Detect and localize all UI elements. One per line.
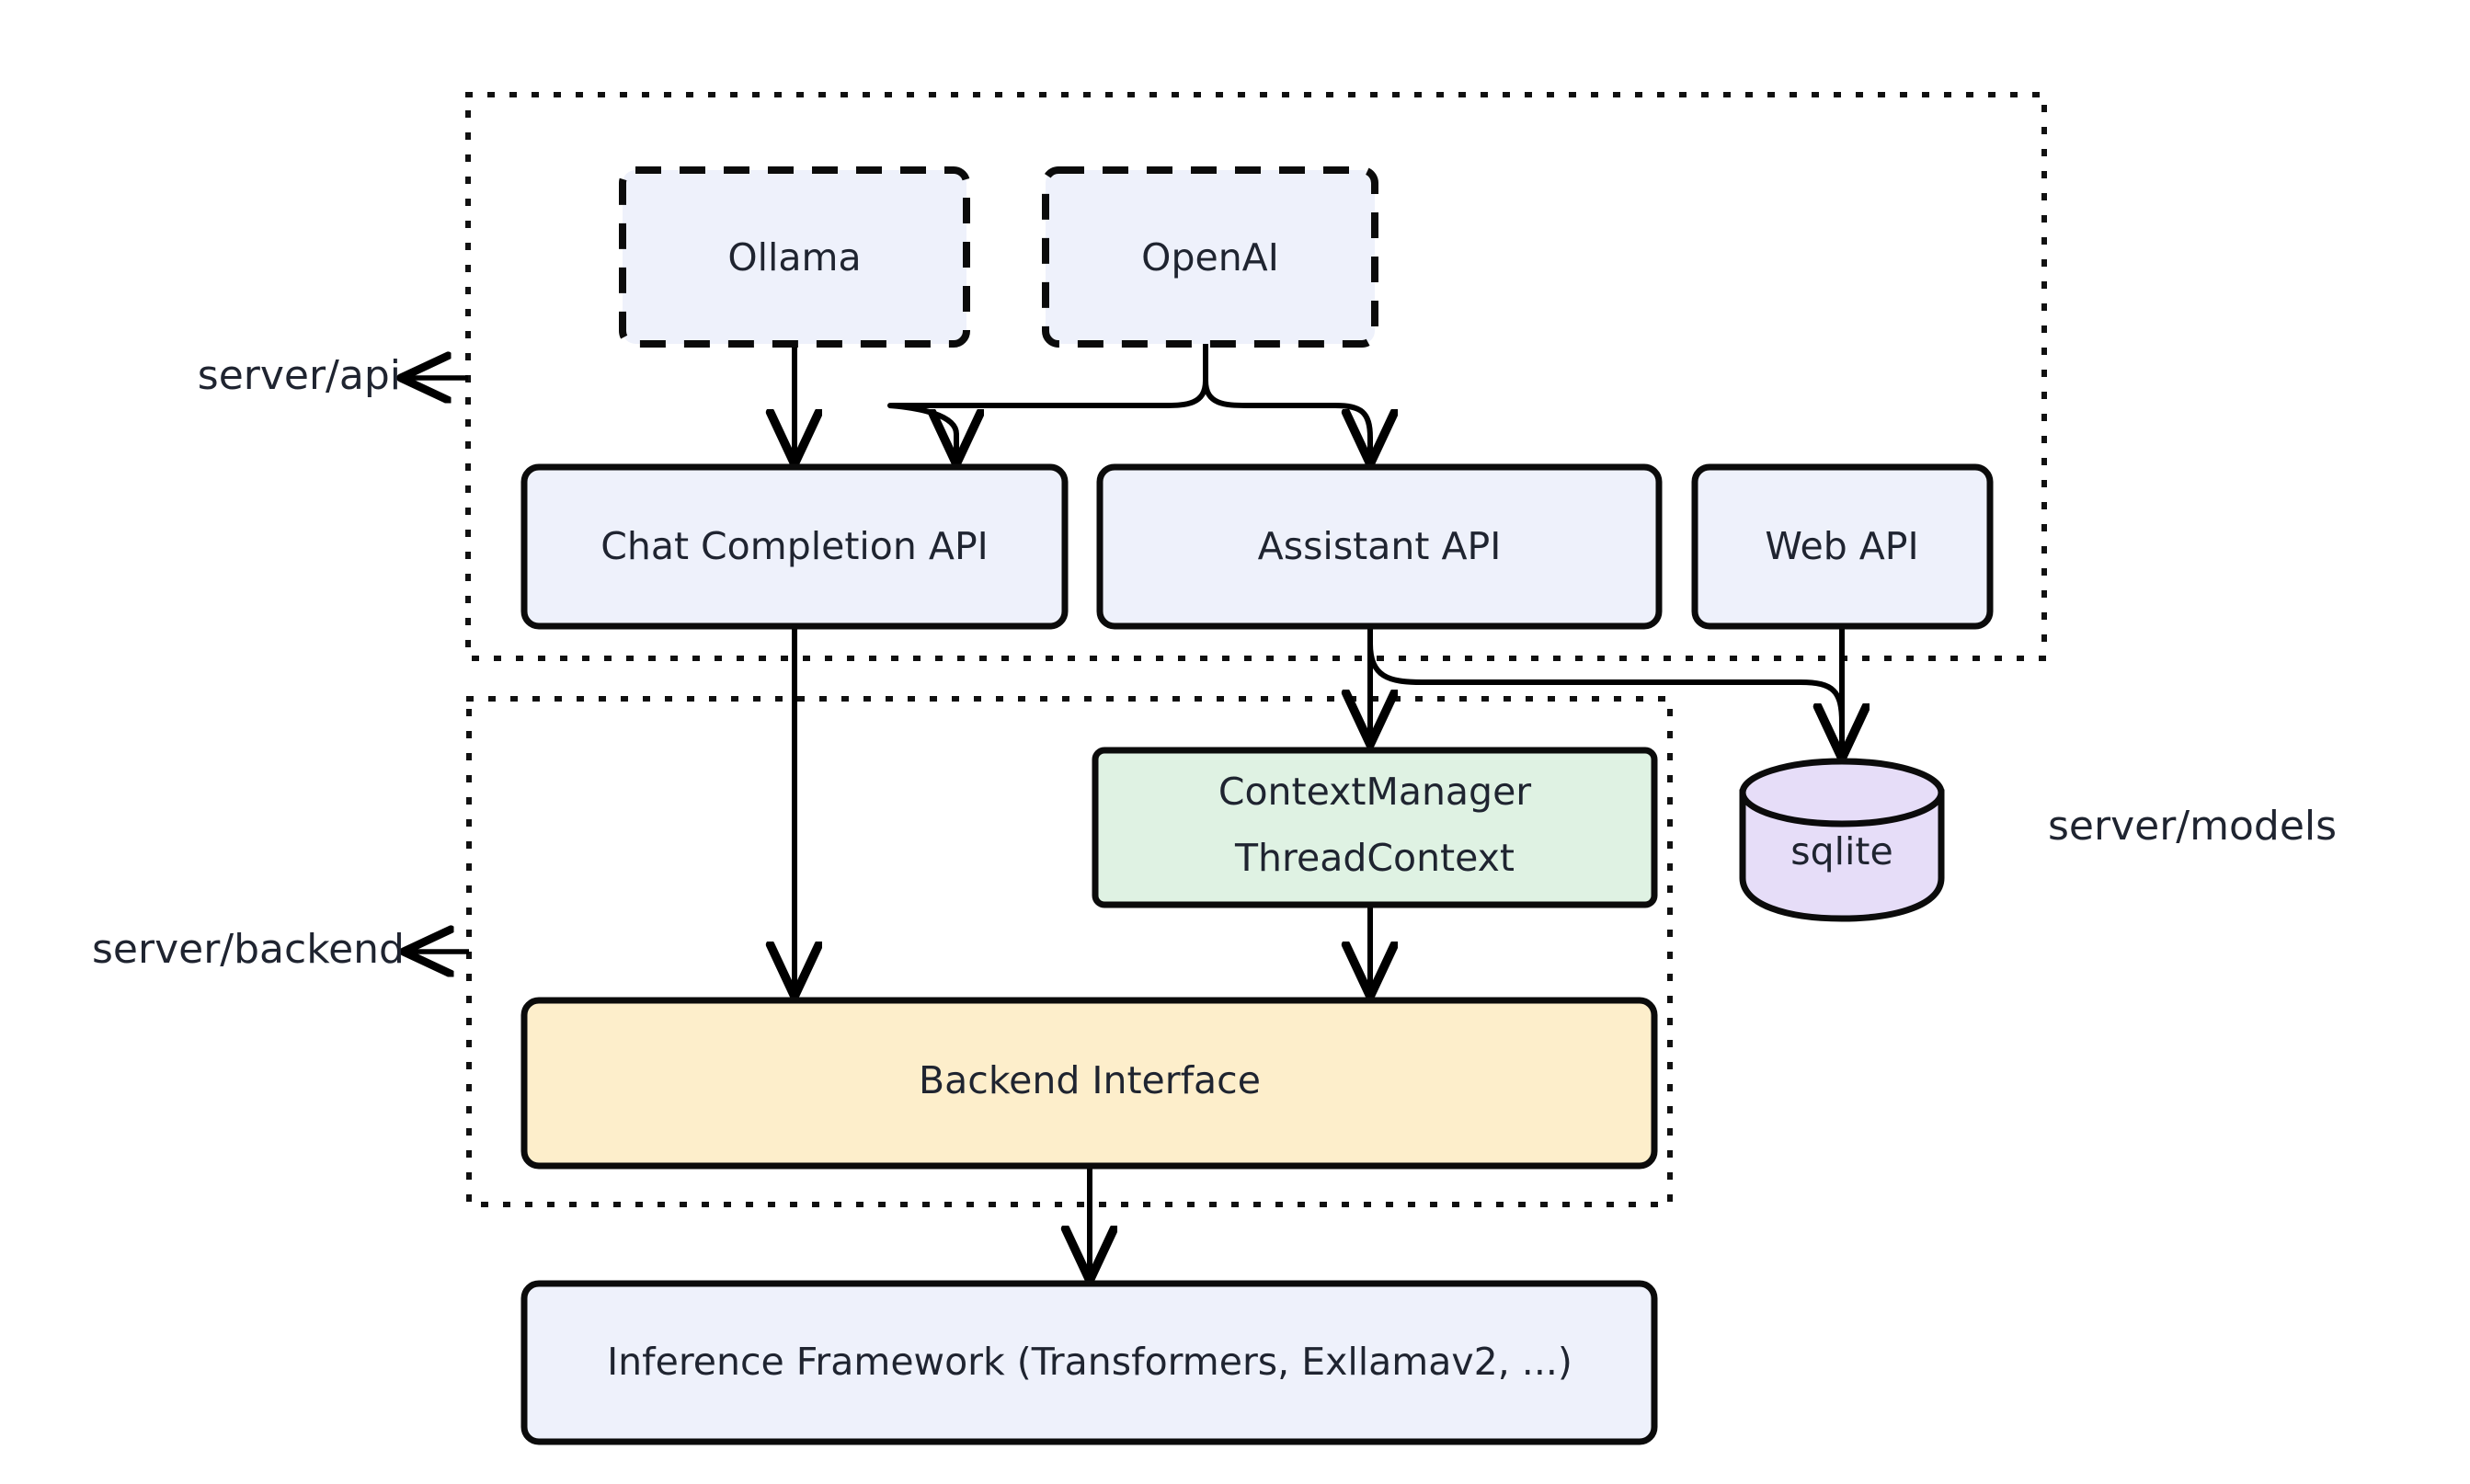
node-web-api-shape[interactable]	[1691, 463, 1994, 630]
node-backend-interface-shape[interactable]	[520, 997, 1658, 1170]
group-label-server-models: server/models	[2048, 803, 2337, 850]
node-openai-label: OpenAI	[1141, 235, 1279, 280]
node-web-api-label: Web API	[1765, 524, 1918, 568]
node-chat-completion-api-label: Chat Completion API	[600, 524, 989, 568]
node-web-api[interactable]: Web API	[1691, 463, 1994, 630]
node-context-manager[interactable]: ContextManager ThreadContext	[1092, 747, 1658, 908]
node-chat-completion-api-shape[interactable]	[520, 463, 1069, 630]
edge-openai-to-chat-completion-api	[887, 380, 1208, 460]
node-inference-framework[interactable]: Inference Framework (Transformers, Exlla…	[520, 1280, 1658, 1445]
node-ollama-shape[interactable]	[619, 166, 970, 348]
node-ollama[interactable]: Ollama	[619, 166, 970, 348]
node-assistant-api-label: Assistant API	[1258, 524, 1502, 568]
node-backend-interface[interactable]: Backend Interface	[520, 997, 1658, 1170]
node-inference-framework-label: Inference Framework (Transformers, Exlla…	[607, 1340, 1572, 1384]
node-sqlite-body[interactable]	[1739, 789, 1945, 922]
node-openai-shape[interactable]	[1042, 166, 1378, 348]
group-label-server-backend: server/backend	[92, 926, 405, 973]
node-sqlite-label: sqlite	[1790, 829, 1893, 873]
edge-openai-to-assistant-api	[1203, 380, 1370, 460]
node-inference-framework-shape[interactable]	[520, 1280, 1658, 1445]
node-openai[interactable]: OpenAI	[1042, 166, 1378, 348]
node-context-manager-label-line2: ThreadContext	[1234, 836, 1515, 880]
node-sqlite-top-ellipse	[1739, 758, 1945, 828]
node-assistant-api-shape[interactable]	[1096, 463, 1663, 630]
group-label-server-api: server/api	[198, 352, 401, 399]
node-sqlite[interactable]: sqlite	[1739, 758, 1945, 922]
node-backend-interface-label: Backend Interface	[919, 1058, 1261, 1102]
node-assistant-api[interactable]: Assistant API	[1096, 463, 1663, 630]
node-chat-completion-api[interactable]: Chat Completion API	[520, 463, 1069, 630]
node-context-manager-label-line1: ContextManager	[1218, 770, 1531, 814]
node-ollama-label: Ollama	[727, 235, 861, 280]
node-context-manager-shape[interactable]	[1092, 747, 1658, 908]
